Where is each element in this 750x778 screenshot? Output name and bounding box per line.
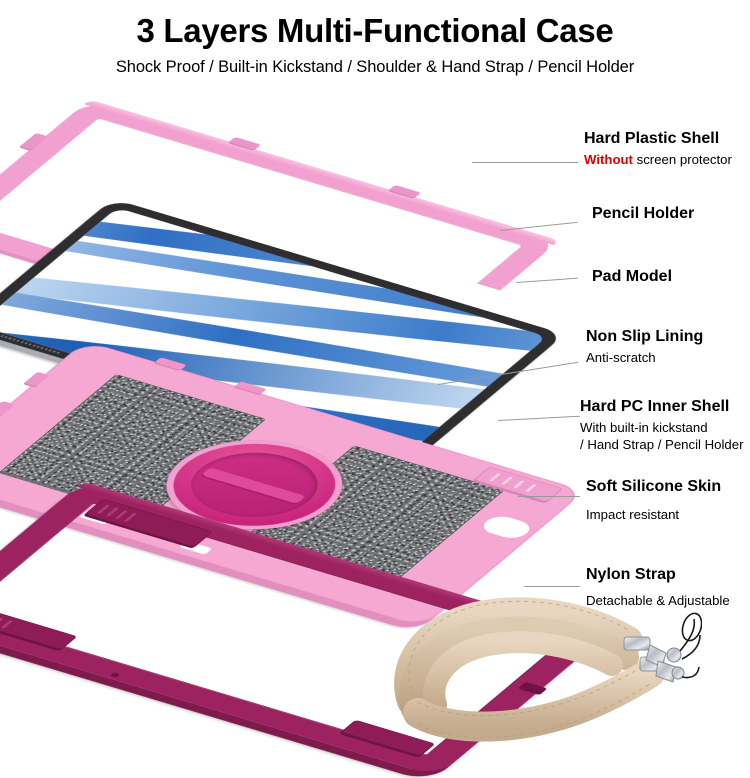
annotation-nylon-strap: Nylon Strap Detachable & Adjustable [586,566,730,610]
annotation-emphasis: Without [584,152,633,168]
product-infographic: 3 Layers Multi-Functional Case Shock Pro… [0,0,750,750]
annotation-title: Nylon Strap [586,566,676,583]
annotation-subtitle: Detachable & Adjustable [586,593,730,609]
header: 3 Layers Multi-Functional Case Shock Pro… [0,0,750,77]
annotation-title: Pad Model [592,268,673,285]
annotation-subtitle: Impact resistant [586,507,680,523]
annotation-hard-pc-inner-shell: Hard PC Inner Shell With built-in kickst… [580,398,743,453]
annotation-subtitle: With built-in kickstand [580,420,708,436]
annotation-pencil-holder: Pencil Holder [592,205,694,223]
page-title: 3 Layers Multi-Functional Case [136,12,614,49]
leader-line-soft-silicone-skin [518,496,580,497]
annotation-title: Non Slip Lining [586,328,704,345]
strap-metal-clips [623,636,685,683]
annotation-subtitle-2: / Hand Strap / Pencil Holder [580,436,744,452]
annotation-hard-plastic-shell: Hard Plastic Shell Without screen protec… [584,130,732,169]
exploded-assembly-illustration [0,95,604,777]
strap-cords [679,612,702,679]
annotation-title: Hard Plastic Shell [584,130,720,147]
annotation-title: Soft Silicone Skin [586,478,722,495]
page-subtitle: Shock Proof / Built-in Kickstand / Shoul… [115,57,635,76]
leader-line-nylon-strap [524,586,580,587]
leader-line-hard-plastic-shell [472,162,578,163]
annotation-soft-silicone-skin: Soft Silicone Skin Impact resistant [586,478,721,524]
annotation-pad-model: Pad Model [592,268,672,286]
nylon-strap-drawing [394,597,702,742]
annotation-title: Pencil Holder [592,205,695,222]
annotation-subtitle: Anti-scratch [586,350,656,366]
annotation-subtitle-rest: screen protector [632,152,732,168]
annotation-subtitle: Without screen protector [584,152,732,169]
annotation-non-slip-lining: Non Slip Lining Anti-scratch [586,328,703,367]
annotation-title: Hard PC Inner Shell [580,398,730,415]
nylon-strap-illustration [392,583,702,743]
